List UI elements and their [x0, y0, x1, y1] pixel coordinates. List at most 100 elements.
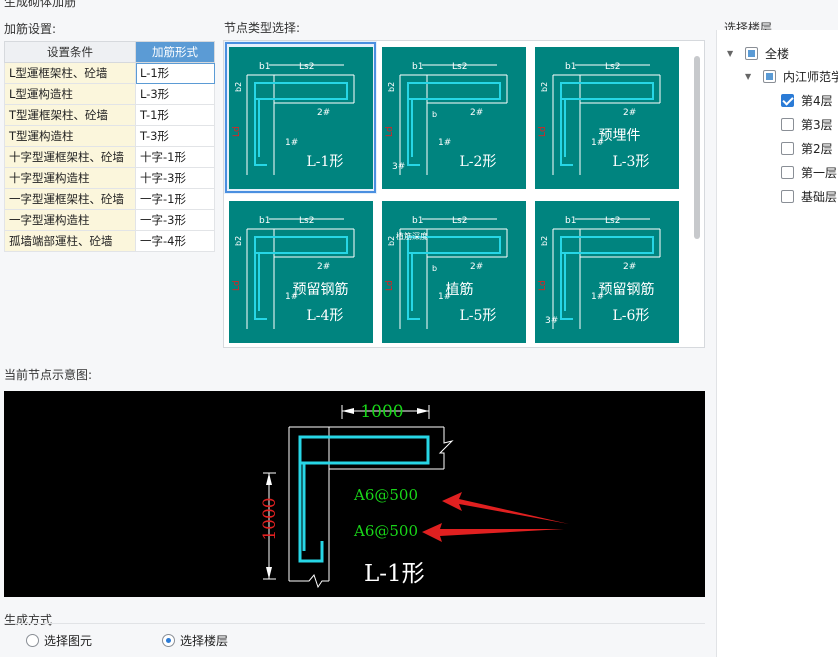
radio-select-floor-dot[interactable]: [162, 634, 175, 647]
node-grid-scrollbar[interactable]: [694, 56, 700, 239]
radio-select-element-dot[interactable]: [26, 634, 39, 647]
node-name-label: L-4形: [306, 307, 344, 324]
floor-label: 基础层: [801, 190, 838, 204]
thumb-label-ld: Ld: [538, 280, 548, 291]
floor-label: 第4层: [801, 94, 833, 108]
thumb-label-ls2: Ls2: [452, 62, 467, 72]
settings-form-cell[interactable]: 一字-3形: [135, 209, 215, 231]
thumb-label-bar3: 3#: [545, 316, 558, 326]
settings-form-cell[interactable]: T-3形: [135, 125, 215, 147]
settings-form-cell[interactable]: L-3形: [135, 83, 215, 105]
thumb-label-bar1: 1#: [285, 138, 298, 148]
node-extra-label: 植筋: [445, 281, 474, 298]
floor-checkbox[interactable]: [781, 166, 794, 179]
floor-label: 第一层: [801, 166, 838, 180]
settings-form-cell[interactable]: 一字-1形: [135, 188, 215, 210]
floor-item[interactable]: 第一层: [781, 164, 837, 181]
settings-form-cell[interactable]: 十字-3形: [135, 167, 215, 189]
radio-select-floor-label: 选择楼层: [180, 634, 229, 648]
tree-project[interactable]: ▼ 内江师范学: [745, 68, 838, 85]
node-name-label: L-5形: [459, 307, 497, 324]
tree-root[interactable]: ▼ 全楼: [727, 45, 789, 62]
tree-root-checkbox[interactable]: [745, 47, 758, 60]
thumb-label-bar2: 2#: [317, 108, 330, 118]
settings-form-cell[interactable]: L-1形: [135, 62, 215, 84]
radio-select-element[interactable]: 选择图元: [26, 632, 92, 649]
header-form: 加筋形式: [135, 41, 215, 63]
settings-condition-cell: 一字型運构造柱: [4, 209, 136, 231]
node-name-label: L-2形: [459, 153, 497, 170]
preview-rebar-bottom: A6@500: [353, 522, 418, 540]
floor-item[interactable]: 第2层: [781, 140, 833, 157]
thumb-label-b: b: [432, 264, 437, 273]
settings-form-cell[interactable]: T-1形: [135, 104, 215, 126]
header-condition: 设置条件: [4, 41, 136, 63]
thumb-label-ld: Ld: [385, 126, 395, 137]
floor-checkbox[interactable]: [781, 142, 794, 155]
settings-row[interactable]: 一字型運框架柱、砼墙一字-1形: [4, 188, 215, 210]
settings-row[interactable]: 一字型運构造柱一字-3形: [4, 209, 215, 231]
floor-tree-panel: ▼ 全楼 ▼ 内江师范学 第4层第3层第2层第一层基础层: [716, 30, 838, 657]
thumb-label-b: b: [432, 110, 437, 119]
floor-checkbox[interactable]: [781, 94, 794, 107]
floor-item[interactable]: 第3层: [781, 116, 833, 133]
divider: [4, 623, 705, 624]
thumb-label-ld: Ld: [232, 280, 242, 291]
thumb-label-b2: b2: [540, 81, 549, 91]
thumb-label-b1: b1: [412, 216, 423, 226]
tree-project-checkbox[interactable]: [763, 70, 776, 83]
settings-row[interactable]: 孤墙端部運柱、砼墙一字-4形: [4, 230, 215, 252]
thumb-label-b2: b2: [234, 235, 243, 245]
expand-icon[interactable]: ▼: [745, 72, 752, 81]
current-node-label: 当前节点示意图:: [4, 368, 93, 382]
thumb-label-b2: b2: [234, 81, 243, 91]
thumb-label-bar2: 2#: [623, 262, 636, 272]
thumb-label-bar1: 1#: [591, 292, 604, 302]
thumb-label-bar2: 2#: [470, 108, 483, 118]
floor-item[interactable]: 第4层: [781, 92, 833, 109]
settings-form-cell[interactable]: 一字-4形: [135, 230, 215, 252]
thumb-label-b1: b1: [565, 216, 576, 226]
thumb-label-ls2: Ls2: [299, 62, 314, 72]
floor-checkbox[interactable]: [781, 190, 794, 203]
node-name-label: L-1形: [306, 153, 344, 170]
settings-condition-cell: 孤墙端部運柱、砼墙: [4, 230, 136, 252]
thumb-label-b1: b1: [565, 62, 576, 72]
node-extra-label: 预留钢筋: [292, 281, 349, 298]
settings-condition-cell: 一字型運框架柱、砼墙: [4, 188, 136, 210]
thumb-label-ld: Ld: [232, 126, 242, 137]
thumb-label-bar1: 1#: [591, 138, 604, 148]
thumb-label-b1: b1: [259, 62, 270, 72]
radio-select-floor[interactable]: 选择楼层: [162, 632, 228, 649]
settings-condition-cell: T型運框架柱、砼墙: [4, 104, 136, 126]
thumb-label-bar2: 2#: [317, 262, 330, 272]
thumb-label-ls2: Ls2: [605, 216, 620, 226]
settings-form-cell[interactable]: 十字-1形: [135, 146, 215, 168]
settings-row[interactable]: 十字型運构造柱十字-3形: [4, 167, 215, 189]
expand-icon[interactable]: ▼: [727, 49, 734, 58]
settings-row[interactable]: 十字型運框架柱、砼墙十字-1形: [4, 146, 215, 168]
tree-root-label: 全楼: [765, 47, 790, 61]
preview-dim-v: 1000: [260, 497, 280, 540]
thumb-label-b2: b2: [540, 235, 549, 245]
current-node-preview: 1000 1000 A6@500 A6@500 L-1形: [4, 391, 705, 597]
floor-item[interactable]: 基础层: [781, 188, 837, 205]
generation-label: 生成方式: [4, 613, 53, 627]
floor-checkbox[interactable]: [781, 118, 794, 131]
thumb-label-bar1: 1#: [438, 292, 451, 302]
